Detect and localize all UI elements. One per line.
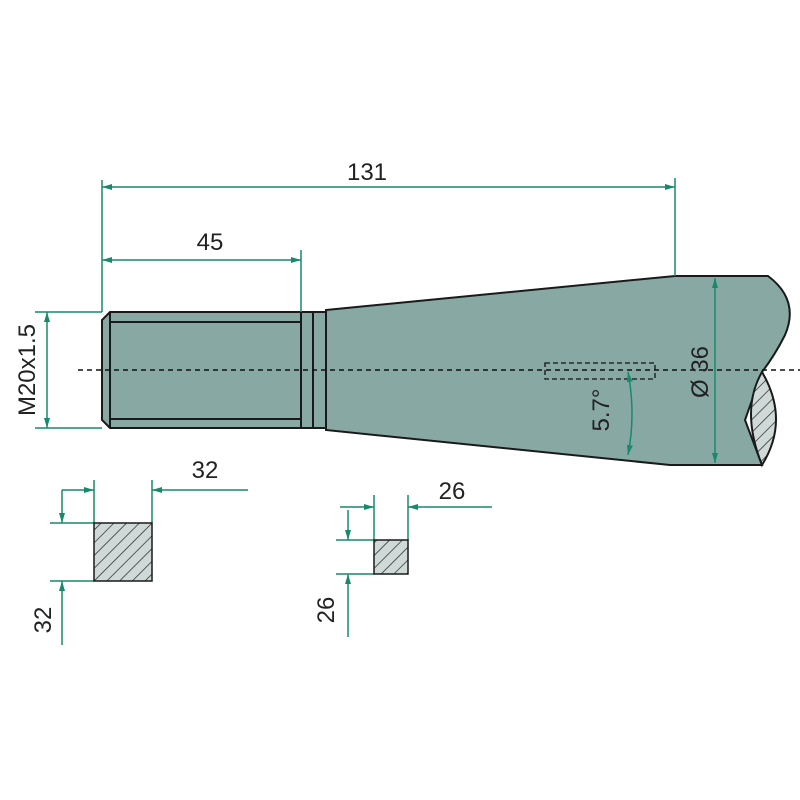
label-thread-length: 45 (197, 229, 224, 256)
label-section-large-height: 32 (30, 607, 57, 634)
hidden-cross-hole (544, 362, 656, 380)
label-thread-size: M20x1.5 (14, 324, 41, 416)
section-large-square (93, 522, 153, 582)
dimension-lines (35, 178, 718, 645)
label-angle: 5.7° (588, 389, 615, 432)
label-diameter: Ø 36 (687, 346, 714, 398)
label-section-small-height: 26 (313, 597, 340, 624)
dim-angle (626, 371, 633, 456)
label-overall-length: 131 (347, 159, 387, 186)
label-section-small-width: 26 (439, 478, 466, 505)
end-section-hatched (750, 370, 777, 468)
label-section-large-width: 32 (192, 457, 219, 484)
section-small-square (373, 539, 409, 575)
